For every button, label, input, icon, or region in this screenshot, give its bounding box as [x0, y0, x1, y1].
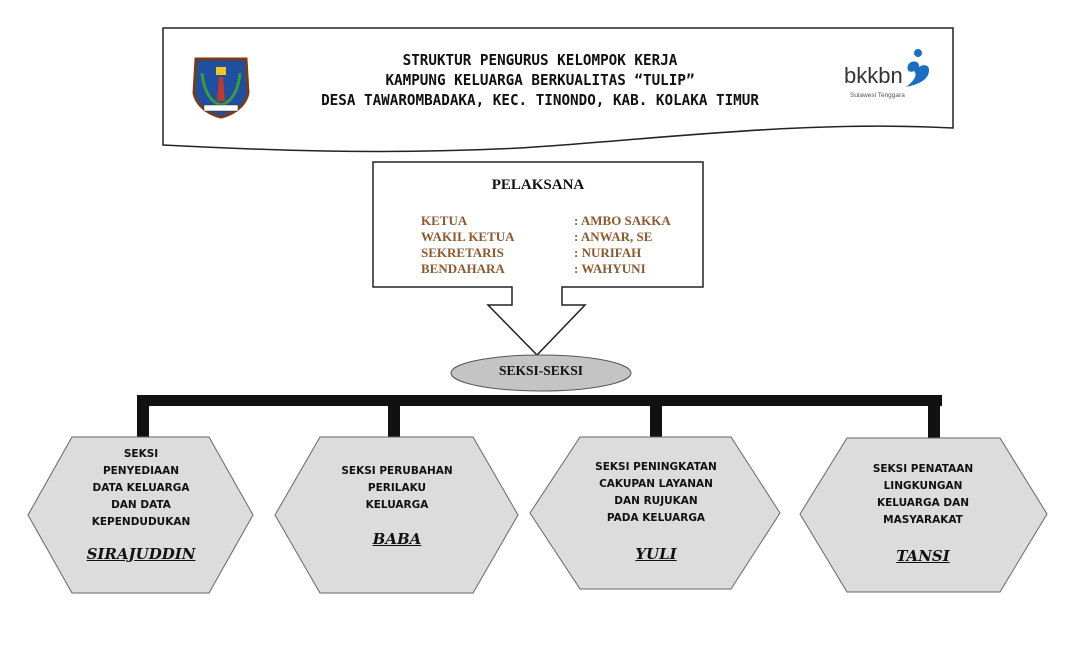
section-1: SEKSI PENYEDIAAN DATA KELUARGA DAN DATA … — [60, 446, 222, 563]
section-2-name: BABA — [372, 530, 422, 548]
header-banner — [162, 27, 954, 153]
section-hexagon-4 — [799, 437, 1048, 593]
section-1-line-1: SEKSI — [123, 448, 159, 460]
role-sekretaris: SEKRETARIS — [421, 245, 504, 260]
section-2-line-2: PERILAKU — [367, 482, 427, 494]
section-hexagon-1 — [27, 436, 254, 594]
section-hexagon-2 — [274, 436, 519, 594]
section-4-name: TANSI — [896, 547, 950, 565]
section-3-line-4: PADA KELUARGA — [606, 512, 706, 524]
connector-drop-4 — [928, 395, 940, 439]
bkkbn-logo-text: bkkbn — [844, 63, 903, 88]
seksi-label: SEKSI-SEKSI — [498, 363, 584, 378]
pelaksana-title: PELAKSANA — [491, 177, 585, 193]
bkkbn-mark-icon: bkkbn Sulawesi Tenggara — [844, 49, 930, 99]
pelaksana-names: : AMBO SAKKA : ANWAR, SE : NURIFAH : WAH… — [574, 213, 671, 277]
page-title: STRUKTUR PENGURUS KELOMPOK KERJA KAMPUNG… — [255, 50, 825, 110]
pelaksana-callout — [372, 161, 704, 357]
title-line-2: KAMPUNG KELUARGA BERKUALITAS “TULIP” — [385, 71, 695, 89]
section-4-line-1: SEKSI PENATAAN — [872, 463, 974, 475]
section-3: SEKSI PENINGKATAN CAKUPAN LAYANAN DAN RU… — [570, 459, 742, 563]
connector-drop-3 — [650, 395, 662, 439]
section-2: SEKSI PERUBAHAN PERILAKU KELUARGA BABA — [312, 463, 482, 548]
name-wakil-ketua: : ANWAR, SE — [574, 229, 653, 244]
connector-drop-1 — [137, 395, 149, 439]
connector-drop-2 — [388, 395, 400, 439]
section-4-line-3: KELUARGA DAN — [876, 497, 970, 509]
section-3-line-3: DAN RUJUKAN — [614, 495, 698, 507]
section-1-line-4: DAN DATA — [111, 499, 171, 511]
title-line-3: DESA TAWAROMBADAKA, KEC. TINONDO, KAB. K… — [321, 91, 759, 109]
role-ketua: KETUA — [421, 213, 468, 228]
name-ketua: : AMBO SAKKA — [574, 213, 671, 228]
section-4-line-2: LINGKUNGAN — [883, 480, 963, 492]
section-1-line-3: DATA KELUARGA — [92, 482, 190, 494]
title-line-1: STRUKTUR PENGURUS KELOMPOK KERJA — [402, 51, 678, 69]
section-3-line-1: SEKSI PENINGKATAN — [595, 461, 717, 473]
role-bendahara: BENDAHARA — [421, 261, 505, 276]
name-sekretaris: : NURIFAH — [574, 245, 642, 260]
seksi-ellipse — [450, 354, 632, 392]
regency-emblem-icon — [192, 57, 250, 119]
section-2-line-3: KELUARGA — [365, 499, 429, 511]
bkkbn-logo: bkkbn Sulawesi Tenggara — [840, 45, 938, 105]
section-3-name: YULI — [635, 545, 677, 563]
section-4: SEKSI PENATAAN LINGKUNGAN KELUARGA DAN M… — [838, 461, 1008, 565]
section-3-line-2: CAKUPAN LAYANAN — [599, 478, 713, 490]
bkkbn-logo-subtitle: Sulawesi Tenggara — [850, 92, 905, 99]
name-bendahara: : WAHYUNI — [574, 261, 646, 276]
section-4-line-4: MASYARAKAT — [883, 514, 963, 526]
role-wakil-ketua: WAKIL KETUA — [421, 229, 515, 244]
pelaksana-roles: KETUA WAKIL KETUA SEKRETARIS BENDAHARA — [421, 213, 515, 277]
connector-bar — [137, 395, 942, 406]
section-1-line-2: PENYEDIAAN — [102, 465, 180, 477]
section-2-line-1: SEKSI PERUBAHAN — [341, 465, 453, 477]
section-1-line-5: KEPENDUDUKAN — [91, 516, 191, 528]
section-1-name: SIRAJUDDIN — [86, 545, 196, 563]
section-hexagon-3 — [529, 436, 781, 590]
